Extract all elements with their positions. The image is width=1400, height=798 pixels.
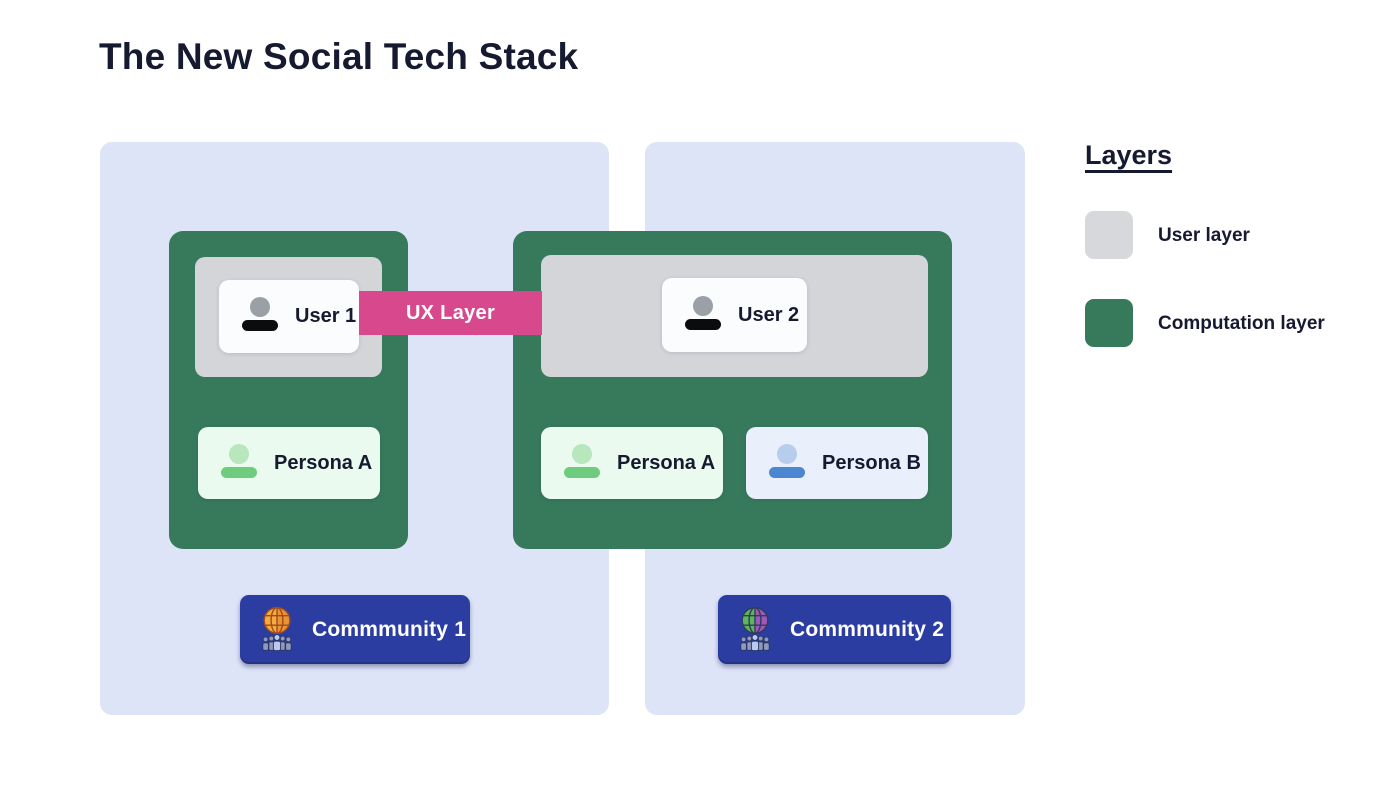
persona-green-icon	[220, 443, 258, 483]
community-1-button[interactable]: Commmunity 1	[240, 595, 470, 664]
persona-green-icon	[563, 443, 601, 483]
user-card-label: User 2	[738, 303, 800, 326]
user-card-label: User 1	[295, 305, 357, 327]
user-icon	[241, 297, 279, 336]
persona-card-label: Persona B	[822, 451, 921, 474]
globe-community-icon	[736, 605, 774, 655]
ux-layer-band: UX Layer	[359, 291, 542, 335]
community-2-button[interactable]: Commmunity 2	[718, 595, 951, 664]
community-button-label: Commmunity 1	[312, 617, 467, 641]
user-icon	[684, 295, 722, 335]
user-card-1: User 1	[219, 280, 359, 353]
persona-blue-icon	[768, 443, 806, 483]
community-button-label: Commmunity 2	[790, 617, 945, 641]
ux-layer-label: UX Layer	[405, 301, 496, 324]
persona-card-a2: Persona A	[541, 427, 723, 499]
persona-card-label: Persona A	[274, 451, 373, 474]
globe-community-icon	[258, 605, 296, 655]
persona-card-a1: Persona A	[198, 427, 380, 499]
page-title: The New Social Tech Stack	[99, 36, 579, 77]
legend-label-computation-layer: Computation layer	[1158, 313, 1325, 334]
user-card-2: User 2	[662, 278, 807, 352]
persona-card-b2: Persona B	[746, 427, 928, 499]
legend-swatch-computation-layer	[1085, 299, 1133, 347]
legend-heading: Layers	[1085, 140, 1173, 170]
legend-swatch-user-layer	[1085, 211, 1133, 259]
persona-card-label: Persona A	[617, 451, 716, 474]
legend-label-user-layer: User layer	[1158, 225, 1250, 246]
